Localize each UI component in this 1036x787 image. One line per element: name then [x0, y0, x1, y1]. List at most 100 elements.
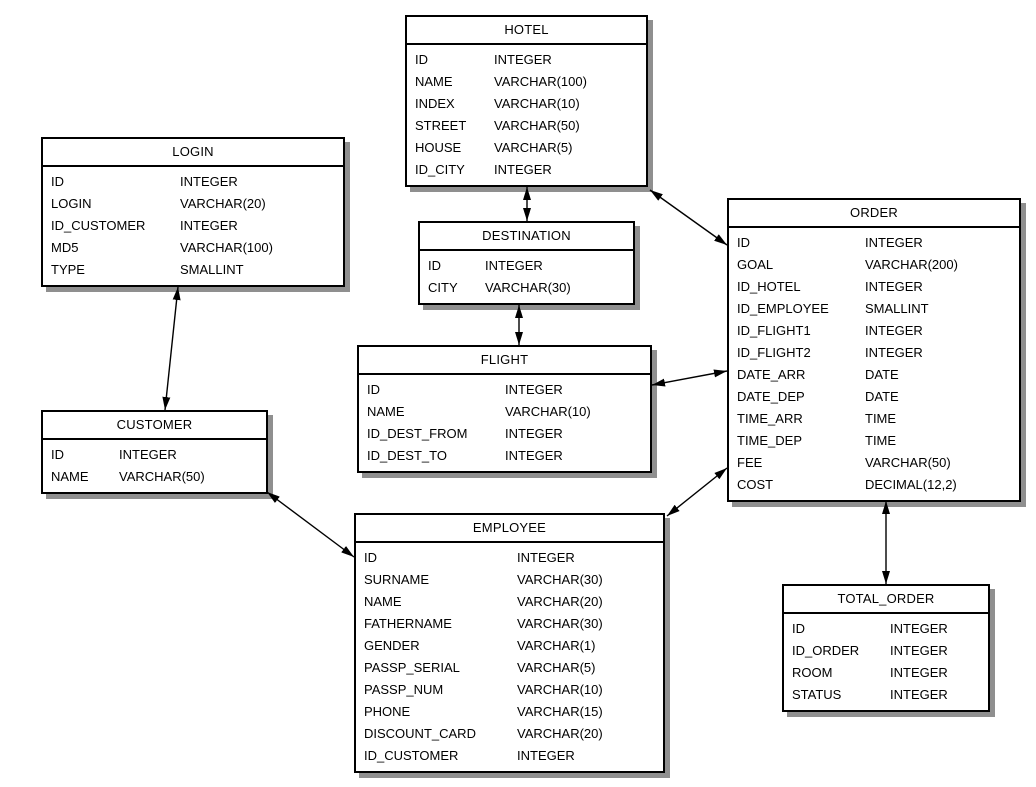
field-type: INTEGER	[494, 52, 552, 67]
field-type: VARCHAR(1)	[517, 638, 596, 653]
field-name: STATUS	[792, 687, 842, 702]
field-row: ID INTEGER	[51, 444, 262, 466]
field-name: ID_EMPLOYEE	[737, 301, 829, 316]
field-row: TIME_DEP TIME	[737, 430, 1015, 452]
connector-employee-customer[interactable]	[266, 491, 355, 558]
field-type: INTEGER	[505, 448, 563, 463]
field-type: TIME	[865, 433, 897, 448]
field-type: SMALLINT	[865, 301, 929, 316]
field-row: ID_EMPLOYEE SMALLINT	[737, 298, 1015, 320]
field-name: TYPE	[51, 262, 85, 277]
field-type: VARCHAR(20)	[517, 594, 603, 609]
connector-hotel-order[interactable]	[649, 189, 728, 246]
field-type: VARCHAR(100)	[180, 240, 273, 255]
field-type: INTEGER	[865, 345, 923, 360]
field-type: INTEGER	[517, 748, 575, 763]
field-name: SURNAME	[364, 572, 430, 587]
field-row: ID_HOTEL INTEGER	[737, 276, 1015, 298]
field-name: ID	[51, 447, 64, 462]
connector-login-customer[interactable]	[162, 286, 181, 411]
field-type: DATE	[865, 367, 899, 382]
field-row: NAME VARCHAR(20)	[364, 591, 659, 613]
field-name: PASSP_SERIAL	[364, 660, 460, 675]
field-name: DATE_DEP	[737, 389, 805, 404]
field-type: INTEGER	[180, 218, 238, 233]
field-type: INTEGER	[505, 382, 563, 397]
field-name: ID_ORDER	[792, 643, 860, 658]
field-row: TYPE SMALLINT	[51, 259, 339, 281]
field-type: SMALLINT	[180, 262, 244, 277]
field-name: DISCOUNT_CARD	[364, 726, 476, 741]
field-type: VARCHAR(200)	[865, 257, 958, 272]
field-type: TIME	[865, 411, 897, 426]
field-name: COST	[737, 477, 774, 492]
field-type: DECIMAL(12,2)	[865, 477, 957, 492]
field-name: ID	[51, 174, 64, 189]
field-row: NAME VARCHAR(50)	[51, 466, 262, 488]
field-name: NAME	[367, 404, 405, 419]
field-type: VARCHAR(15)	[517, 704, 603, 719]
field-name: GOAL	[737, 257, 774, 272]
field-type: INTEGER	[890, 643, 948, 658]
field-type: VARCHAR(50)	[119, 469, 205, 484]
entity-title: TOTAL_ORDER	[784, 586, 988, 614]
entity-field-list: ID INTEGER NAME VARCHAR(50)	[43, 440, 266, 492]
entity-title: DESTINATION	[420, 223, 633, 251]
field-name: CITY	[428, 280, 458, 295]
entity-title: FLIGHT	[359, 347, 650, 375]
field-type: INTEGER	[865, 279, 923, 294]
connector-employee-order[interactable]	[666, 467, 728, 517]
field-name: NAME	[51, 469, 89, 484]
field-name: ID	[367, 382, 380, 397]
field-type: VARCHAR(5)	[494, 140, 573, 155]
field-type: INTEGER	[119, 447, 177, 462]
entity-title: HOTEL	[407, 17, 646, 45]
entity-title: ORDER	[729, 200, 1019, 228]
field-name: ID_HOTEL	[737, 279, 801, 294]
connector-flight-order[interactable]	[651, 369, 728, 387]
field-type: VARCHAR(100)	[494, 74, 587, 89]
field-name: TIME_DEP	[737, 433, 803, 448]
field-row: COST DECIMAL(12,2)	[737, 474, 1015, 496]
field-name: NAME	[364, 594, 402, 609]
